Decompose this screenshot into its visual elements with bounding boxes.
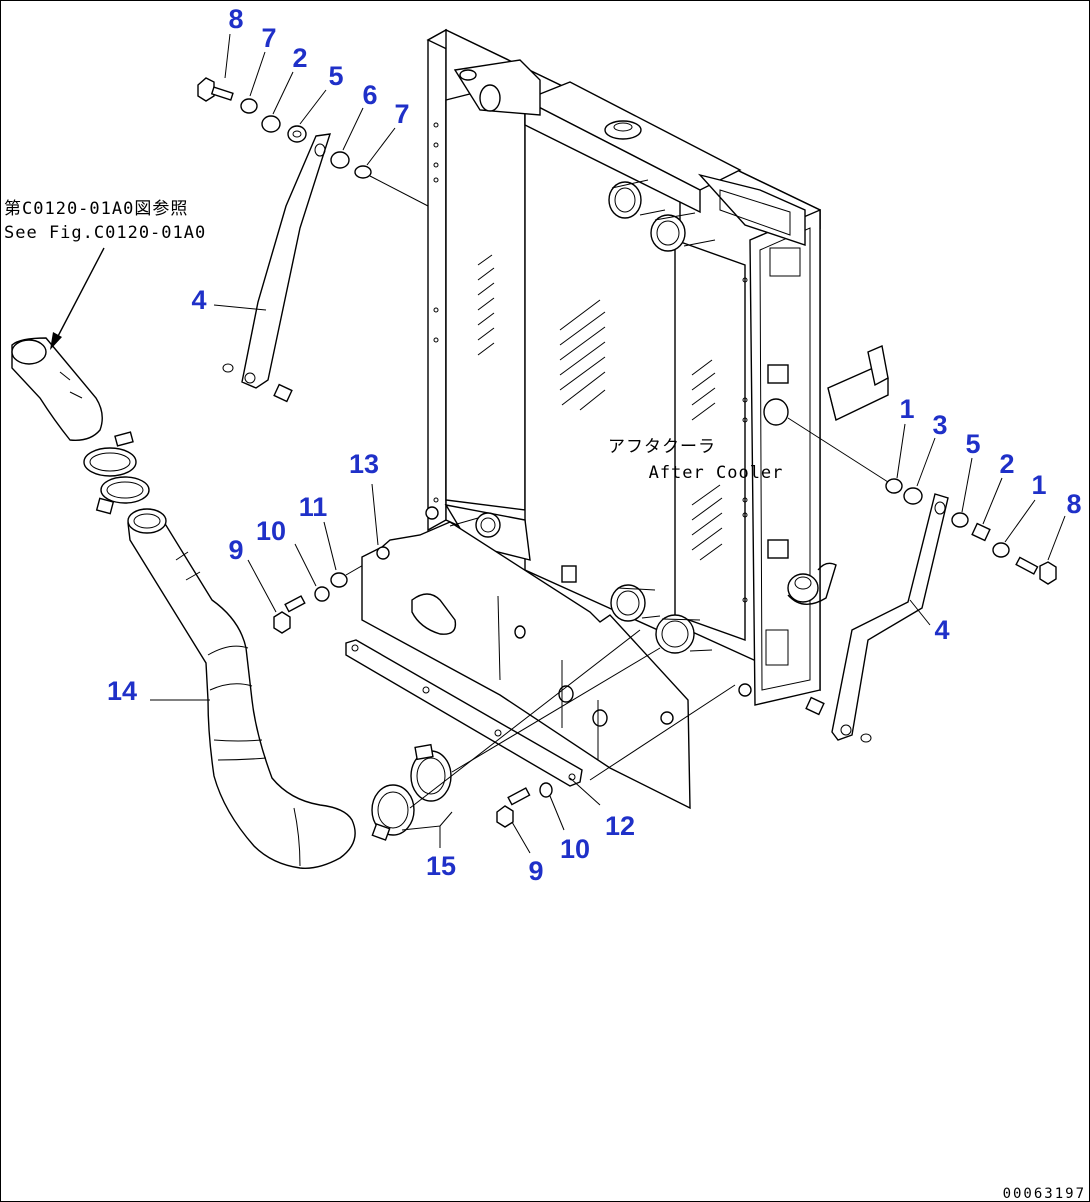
callout-8-right: 8 — [1066, 489, 1081, 519]
cover-plate-13 — [361, 521, 691, 810]
callout-4-right: 4 — [934, 615, 949, 645]
hose-14 — [127, 508, 356, 869]
callout-13: 13 — [349, 449, 379, 479]
bracket-stay-right — [805, 493, 949, 743]
hardware-right — [787, 417, 1057, 585]
hardware-bottom-center — [496, 782, 553, 828]
callout-1-right: 1 — [899, 394, 914, 424]
aftercooler-upper-pipes — [608, 179, 716, 252]
callout-7-top: 7 — [261, 23, 276, 53]
after-cooler-label-japanese: アフタクーラ — [608, 437, 716, 457]
callout-12: 12 — [605, 811, 635, 841]
clamps-15 — [371, 743, 452, 841]
core-fin-hatching — [477, 254, 723, 561]
callout-10-left: 10 — [256, 516, 286, 546]
after-cooler-label-english: After Cooler — [649, 463, 784, 483]
frame-holes-left — [433, 122, 748, 603]
callout-9-bottom: 9 — [528, 856, 543, 886]
callout-11: 11 — [299, 492, 328, 522]
hose-upper — [11, 337, 103, 441]
aftercooler-lower-pipes — [610, 584, 713, 654]
callout-4-left: 4 — [191, 285, 206, 315]
callout-6-top: 6 — [362, 80, 377, 110]
drawing-code: 00063197 — [1003, 1186, 1086, 1202]
callout-3-right: 3 — [932, 410, 947, 440]
callout-14: 14 — [107, 676, 137, 706]
leader-lines — [150, 33, 1066, 854]
radiator-assembly — [425, 28, 889, 706]
reference-note-japanese: 第C0120-01A0図参照 — [4, 199, 188, 219]
callout-1-right-b: 1 — [1031, 470, 1046, 500]
callout-5-right: 5 — [965, 429, 980, 459]
callout-8-top: 8 — [228, 4, 243, 34]
clamps-upper — [83, 431, 150, 515]
reference-arrow — [50, 247, 105, 350]
callout-2-right: 2 — [999, 449, 1014, 479]
callout-2-top: 2 — [292, 43, 307, 73]
callout-10-bottom: 10 — [560, 834, 590, 864]
reference-note-english: See Fig.C0120-01A0 — [4, 223, 206, 243]
callout-15: 15 — [426, 851, 456, 881]
hardware-top-left — [197, 77, 429, 207]
bracket-stay-left — [222, 133, 332, 403]
callout-9-left: 9 — [228, 535, 243, 565]
callout-7-top-b: 7 — [394, 99, 409, 129]
callout-5-top: 5 — [328, 61, 343, 91]
